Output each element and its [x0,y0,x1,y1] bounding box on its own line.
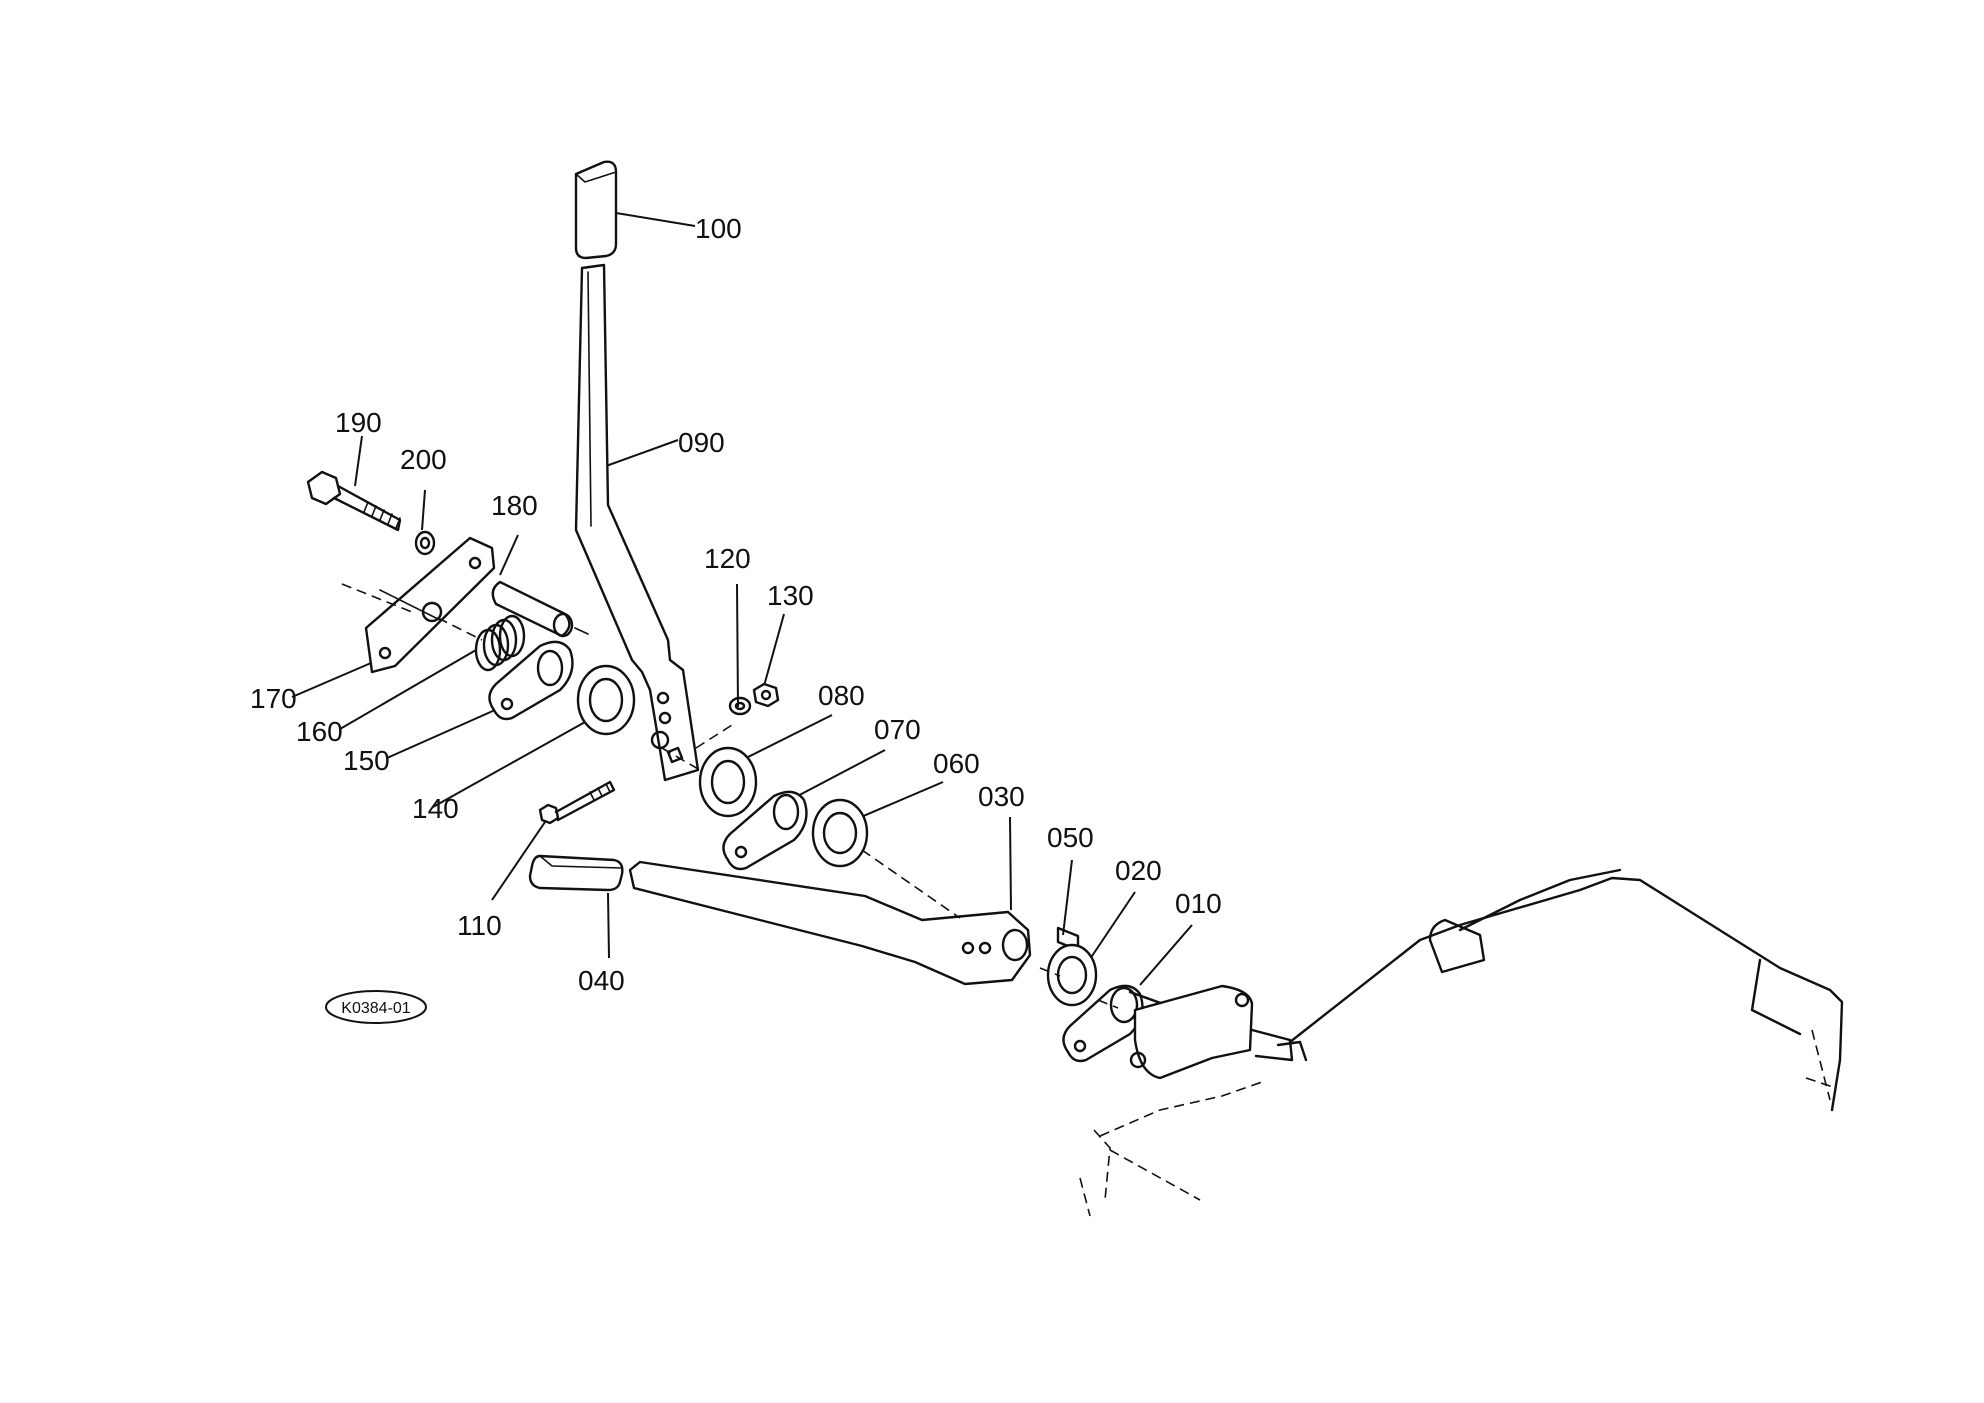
part-090-lever [574,263,700,782]
callout-110: 110 [457,910,502,941]
callout-010: 010 [1175,888,1222,919]
part-160-spring [474,614,526,672]
part-120-lockwasher [728,696,752,716]
leader-lines [291,212,1193,986]
part-070-plate [722,790,808,871]
part-200-lockwasher [414,530,436,556]
part-gearbox-housing [1079,868,1844,1217]
reference-code-tag: K0384-01 [325,990,427,1024]
callout-190: 190 [335,407,382,438]
callout-180: 180 [491,490,538,521]
part-190-bolt [306,470,402,532]
part-shaft-boss [1128,984,1294,1080]
callout-170: 170 [250,683,297,714]
callout-020: 020 [1115,855,1162,886]
part-180-pin [491,580,589,638]
part-110-bolt [538,780,616,825]
part-150-plate [488,640,574,721]
callout-050: 050 [1047,822,1094,853]
callout-140: 140 [412,793,459,824]
callout-200: 200 [400,444,447,475]
reference-code: K0384-01 [341,1000,410,1017]
callout-090: 090 [678,427,725,458]
part-060-washer [811,798,869,868]
part-040-grip [528,854,624,892]
callout-150: 150 [343,745,390,776]
callout-030: 030 [978,781,1025,812]
callout-060: 060 [933,748,980,779]
part-020-washer [1046,943,1098,1007]
part-170-bracket [364,536,496,674]
callout-labels: 100 090 190 200 180 120 130 080 070 060 … [250,213,1222,996]
callout-080: 080 [818,680,865,711]
assembly-centerlines [341,583,1119,1009]
callout-160: 160 [296,716,343,747]
callout-040: 040 [578,965,625,996]
callout-130: 130 [767,580,814,611]
callout-120: 120 [704,543,751,574]
part-140-washer [576,664,636,736]
part-130-nut [752,682,780,708]
callout-070: 070 [874,714,921,745]
part-010-plate [1062,984,1144,1063]
part-080-washer [698,746,758,818]
callout-100: 100 [695,213,742,244]
part-100-grip [574,160,618,260]
